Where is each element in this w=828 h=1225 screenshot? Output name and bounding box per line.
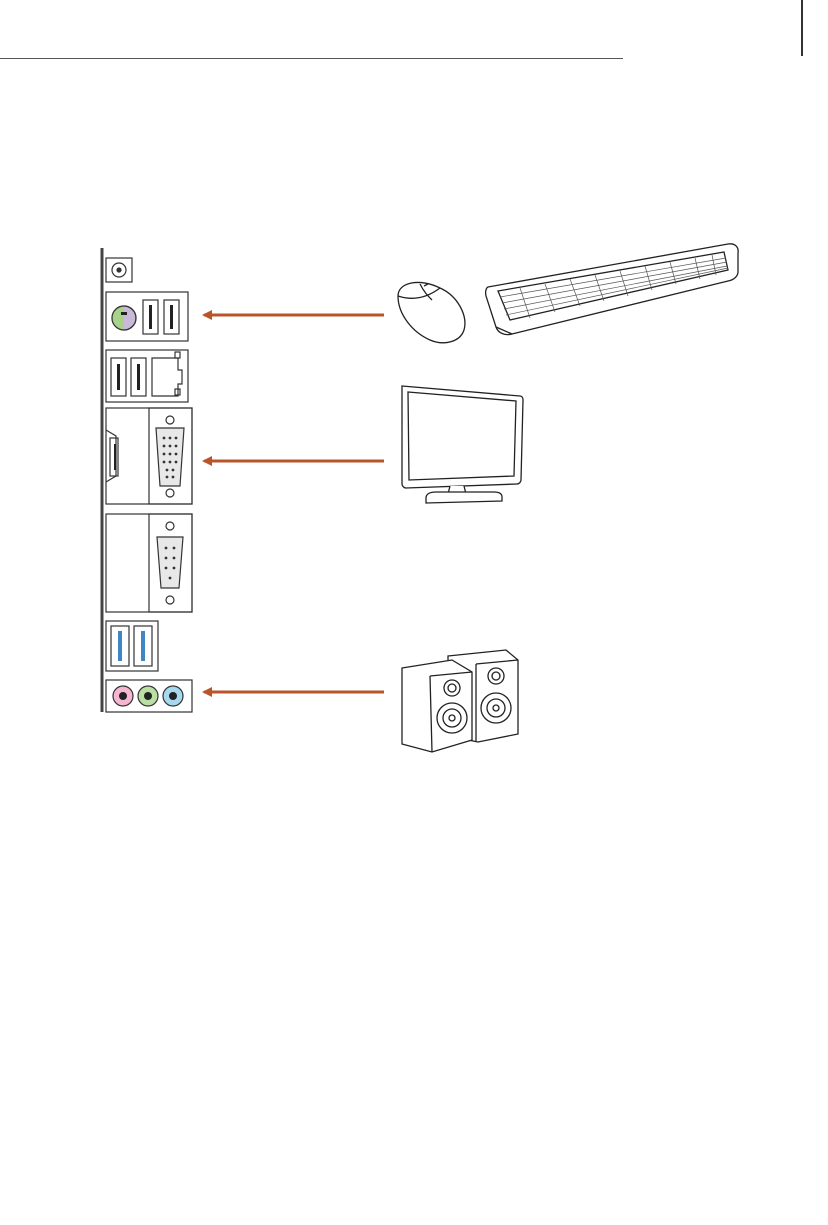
serial-port-block xyxy=(106,514,192,612)
antenna-port xyxy=(106,258,132,282)
speakers-icon xyxy=(402,650,518,752)
ps2-usb-ports xyxy=(106,292,188,341)
keyboard-icon xyxy=(486,244,739,335)
mouse-icon xyxy=(398,282,465,342)
audio-jacks xyxy=(106,680,192,712)
hdmi-vga-block xyxy=(106,408,192,504)
monitor-icon xyxy=(402,386,523,503)
usb-lan-ports xyxy=(106,350,188,402)
rear-io-panel xyxy=(102,248,192,712)
usb3-ports xyxy=(106,621,158,671)
